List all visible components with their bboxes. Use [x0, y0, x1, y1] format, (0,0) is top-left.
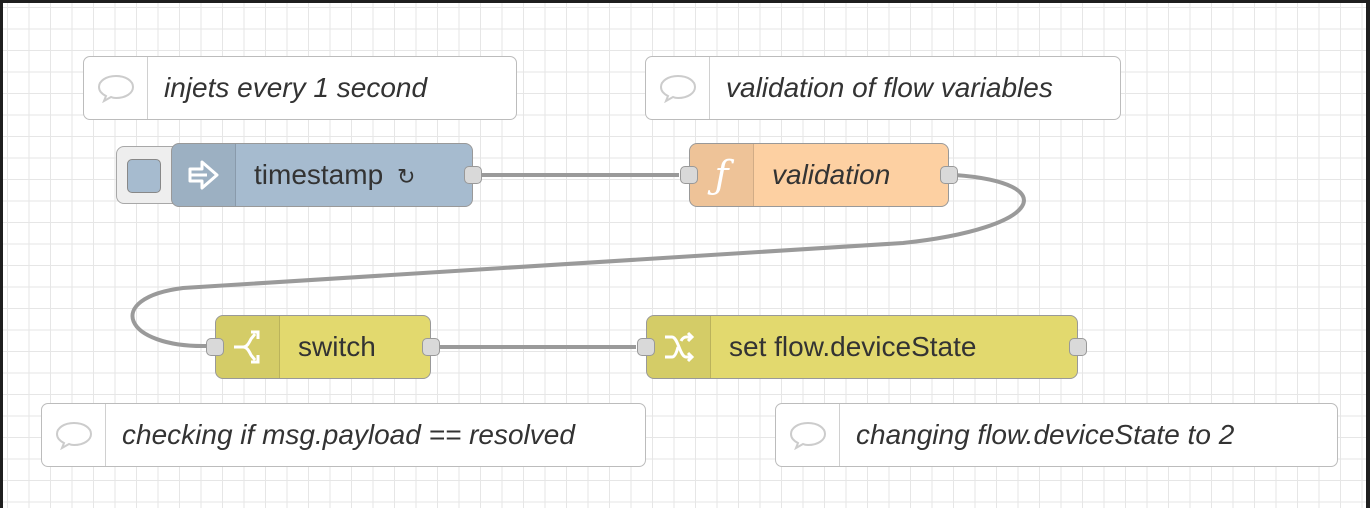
comment-text: changing flow.deviceState to 2 [856, 419, 1235, 450]
inject-output-port[interactable] [464, 166, 482, 184]
comment-icon [646, 57, 710, 119]
comment-node[interactable]: injets every 1 second [83, 56, 517, 120]
inject-node[interactable]: timestamp ↻ [171, 143, 482, 207]
inject-arrow-icon [172, 144, 236, 206]
wires [130, 173, 1026, 349]
function-node-label: validation [772, 159, 891, 190]
change-output-port[interactable] [1069, 338, 1087, 356]
switch-icon [216, 316, 280, 378]
comment-text: validation of flow variables [726, 72, 1053, 103]
function-input-port[interactable] [680, 166, 698, 184]
change-node[interactable]: set flow.deviceState [637, 315, 1087, 379]
function-icon: ƒ [690, 144, 754, 206]
change-input-port[interactable] [637, 338, 655, 356]
change-icon [647, 316, 711, 378]
switch-output-port[interactable] [422, 338, 440, 356]
repeat-icon: ↻ [396, 164, 416, 189]
inject-node-label: timestamp [254, 159, 384, 190]
comment-text: checking if msg.payload == resolved [122, 419, 575, 450]
comment-node[interactable]: validation of flow variables [645, 56, 1121, 120]
comment-node[interactable]: changing flow.deviceState to 2 [775, 403, 1338, 467]
wire-function-to-switch[interactable] [130, 173, 1026, 349]
comment-icon [84, 57, 148, 119]
switch-node[interactable]: switch [206, 315, 440, 379]
switch-node-label: switch [298, 331, 376, 362]
switch-input-port[interactable] [206, 338, 224, 356]
inject-trigger-square [127, 159, 161, 193]
comment-node[interactable]: checking if msg.payload == resolved [41, 403, 646, 467]
function-node[interactable]: ƒ validation [680, 143, 958, 207]
comment-text: injets every 1 second [164, 72, 428, 103]
change-node-label: set flow.deviceState [729, 331, 977, 362]
comment-icon [776, 404, 840, 466]
comment-icon [42, 404, 106, 466]
function-output-port[interactable] [940, 166, 958, 184]
